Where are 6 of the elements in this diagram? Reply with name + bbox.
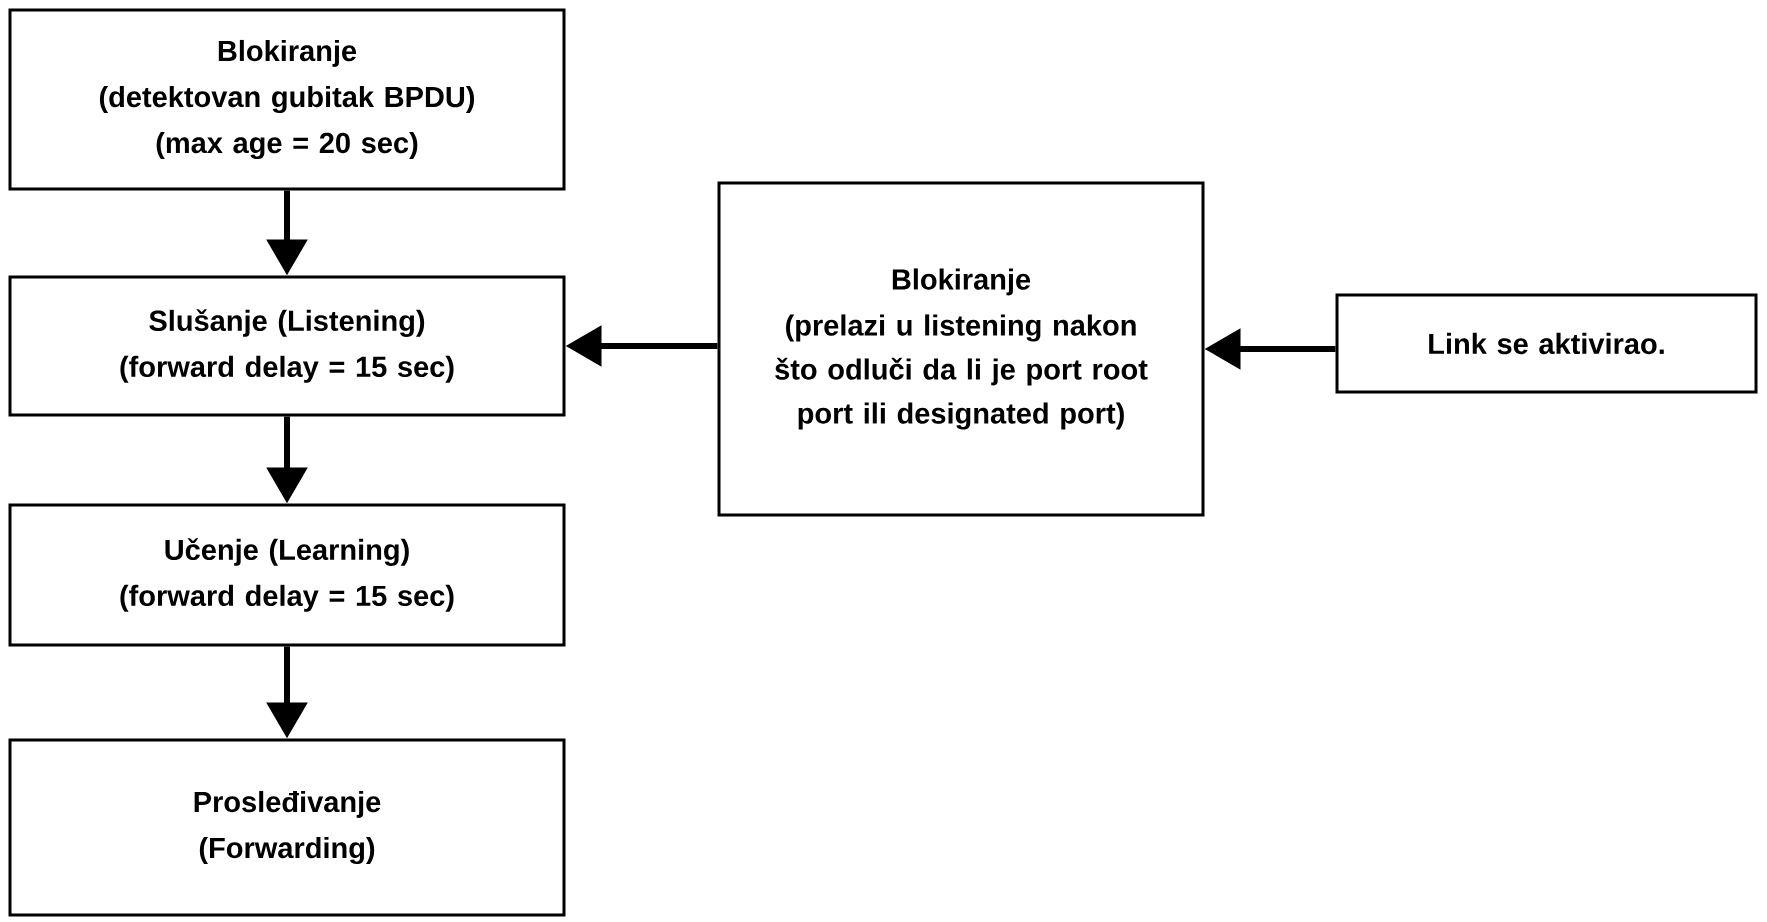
- state-box: Prosleđivanje (Forwarding): [8, 738, 566, 917]
- state-box: Slušanje (Listening) (forward delay = 15 sec): [8, 275, 566, 417]
- state-box: Blokiranje (prelazi u listening nakon što odluči da li je port root port ili designated port): [717, 181, 1205, 517]
- state-box: Link se aktivirao.: [1335, 293, 1758, 394]
- state-box: Učenje (Learning) (forward delay = 15 sec): [8, 503, 566, 647]
- state-box: Blokiranje (detektovan gubitak BPDU) (max age = 20 sec): [8, 8, 566, 191]
